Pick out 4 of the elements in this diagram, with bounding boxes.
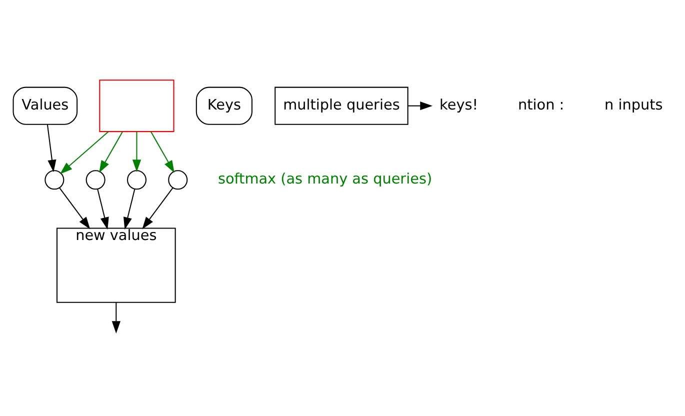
label: n inputs — [604, 98, 663, 114]
node-text: keys! — [440, 98, 478, 114]
label: softmax (as many as queries) — [218, 172, 432, 188]
label: ntion : — [518, 98, 564, 114]
